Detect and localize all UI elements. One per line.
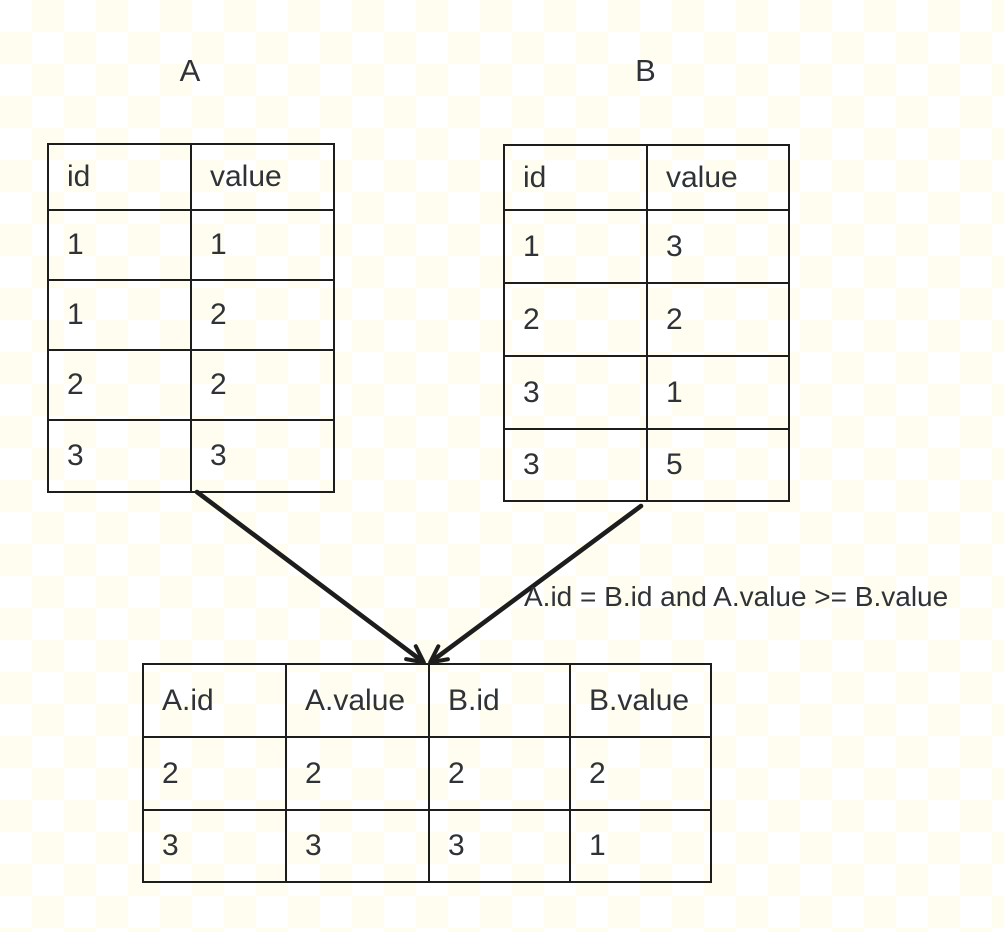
table-b: id value 1 3 2 2 3 1 3 5 [503,144,790,502]
table-a-cell: 2 [190,349,335,421]
table-result-cell: 2 [569,736,712,811]
table-b-cell: 3 [646,209,790,284]
table-a-header-row: id value [47,143,335,211]
table-result-header-cell: A.value [285,663,430,738]
table-a-cell: 2 [47,349,192,421]
table-result-cell: 1 [569,809,712,883]
table-result-header-cell: B.value [569,663,712,738]
table-result-header-cell: B.id [428,663,571,738]
table-b-cell: 5 [646,428,790,502]
table-row: 2 2 [47,349,335,421]
table-result-header-row: A.id A.value B.id B.value [142,663,712,738]
table-b-cell: 1 [646,355,790,430]
table-a-cell: 1 [47,209,192,281]
table-result-header-cell: A.id [142,663,287,738]
table-result-cell: 3 [428,809,571,883]
table-row: 3 1 [503,355,790,430]
table-row: 1 2 [47,279,335,351]
table-b-cell: 2 [503,282,648,357]
table-result-cell: 3 [285,809,430,883]
table-row: 1 3 [503,209,790,284]
table-row: 3 5 [503,428,790,502]
table-b-cell: 3 [503,355,648,430]
table-b-header-row: id value [503,144,790,211]
table-b-title: B [635,53,656,88]
table-a-cell: 3 [190,419,335,493]
table-row: 3 3 3 1 [142,809,712,883]
table-b-header-cell: id [503,144,648,211]
table-a-cell: 1 [47,279,192,351]
table-a-cell: 3 [47,419,192,493]
table-b-cell: 1 [503,209,648,284]
table-result-cell: 2 [285,736,430,811]
table-a-cell: 1 [190,209,335,281]
table-b-cell: 2 [646,282,790,357]
table-result-cell: 2 [142,736,287,811]
table-result-cell: 3 [142,809,287,883]
arrow-table-a-to-result [194,489,426,665]
table-row: 2 2 2 2 [142,736,712,811]
table-row: 3 3 [47,419,335,493]
table-a: id value 1 1 1 2 2 2 3 3 [47,143,335,493]
table-a-header-cell: id [47,143,192,211]
table-a-cell: 2 [190,279,335,351]
table-a-title: A [179,53,201,88]
table-row: 1 1 [47,209,335,281]
table-result-cell: 2 [428,736,571,811]
table-a-header-cell: value [190,143,335,211]
table-b-header-cell: value [646,144,790,211]
table-result: A.id A.value B.id B.value 2 2 2 2 3 3 3 … [142,663,712,883]
join-condition-label: A.id = B.id and A.value >= B.value [524,581,949,612]
table-b-cell: 3 [503,428,648,502]
table-row: 2 2 [503,282,790,357]
